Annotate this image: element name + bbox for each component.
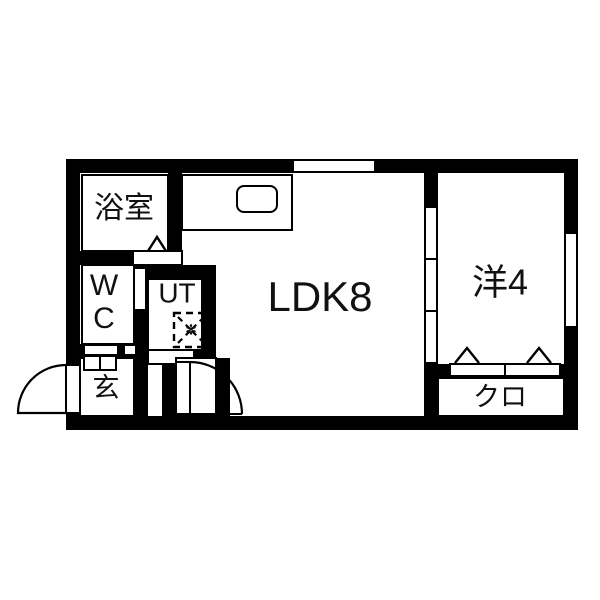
label-utility: UT	[158, 277, 195, 308]
sink-basin	[236, 185, 278, 213]
label-wc-line1: W	[90, 269, 119, 302]
door-entrance-right[interactable]	[175, 360, 244, 415]
door-wc	[133, 267, 147, 311]
washing-machine-square: ✻	[172, 311, 210, 349]
kitchen-counter	[181, 174, 293, 231]
label-closet: クロ	[473, 382, 527, 412]
room-closet-area	[437, 377, 565, 417]
room-ut-area: ✻	[147, 278, 210, 351]
washer-mark: ✻	[185, 322, 197, 338]
label-wc-line2: C	[93, 302, 115, 335]
door-bathroom	[132, 234, 183, 266]
room-western-area	[438, 173, 564, 364]
shoe-box	[83, 344, 137, 371]
label-bathroom: 浴室	[94, 192, 154, 225]
partition-ldk-west	[424, 206, 438, 364]
door-entrance-left[interactable]	[16, 363, 81, 415]
label-western: 洋4	[472, 262, 528, 303]
window-west-right	[564, 232, 578, 328]
window-ldk-top	[292, 159, 376, 173]
label-ldk: LDK8	[267, 273, 372, 320]
room-wc-area	[81, 264, 135, 345]
closet-doors	[449, 346, 561, 377]
label-entrance: 玄	[93, 373, 120, 403]
room-bathroom-area	[81, 174, 169, 252]
